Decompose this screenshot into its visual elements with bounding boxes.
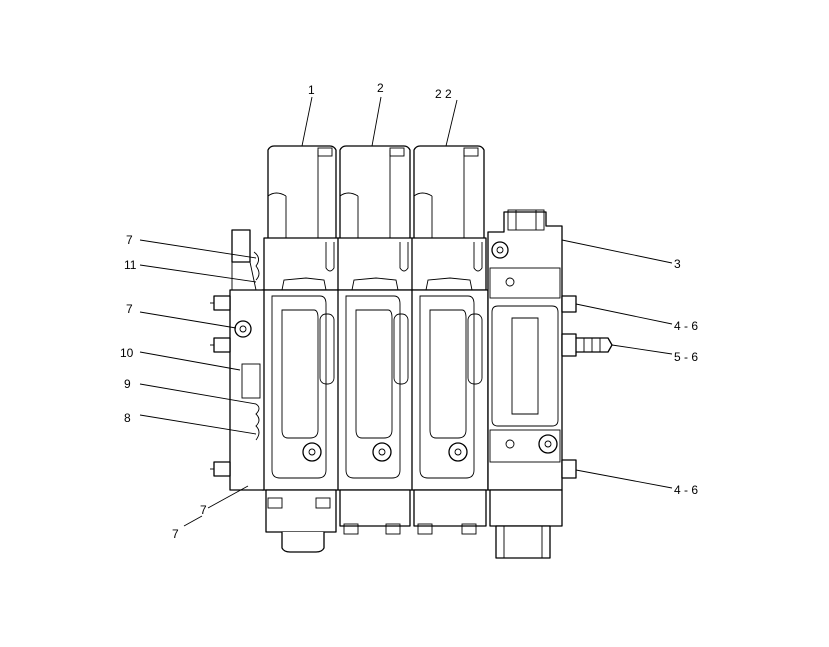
label-part-8: 8: [124, 411, 131, 425]
label-part-2: 2: [377, 81, 384, 95]
label-part-2-2: 2 2: [435, 87, 452, 101]
label-part-4-6-upper: 4 - 6: [674, 319, 698, 333]
spool-cap-3: [413, 145, 485, 239]
label-part-3: 3: [674, 257, 681, 271]
bottom-caps: [265, 489, 563, 559]
label-part-4-6-lower: 4 - 6: [674, 483, 698, 497]
label-part-7-bottom: 7: [200, 503, 207, 517]
label-part-10: 10: [120, 346, 134, 360]
label-part-7-middle: 7: [126, 302, 133, 316]
left-end-plate: [210, 229, 265, 491]
right-section: [487, 209, 613, 491]
label-part-5-6: 5 - 6: [674, 350, 698, 364]
spool-cap-1: [267, 145, 337, 239]
label-part-11: 11: [124, 258, 137, 272]
part-labels: 1 2 2 2 3 4 - 6 5 - 6 4 - 6 7 11 7 10 9 …: [120, 81, 698, 541]
label-part-7-lower-left: 7: [172, 527, 179, 541]
label-part-1: 1: [308, 83, 315, 97]
leader-lines: [139, 96, 673, 527]
upper-block-row: [263, 237, 487, 291]
label-part-7-top: 7: [126, 233, 133, 247]
spool-cap-2: [339, 145, 411, 239]
label-part-9: 9: [124, 377, 131, 391]
main-valve-body: [261, 289, 489, 491]
